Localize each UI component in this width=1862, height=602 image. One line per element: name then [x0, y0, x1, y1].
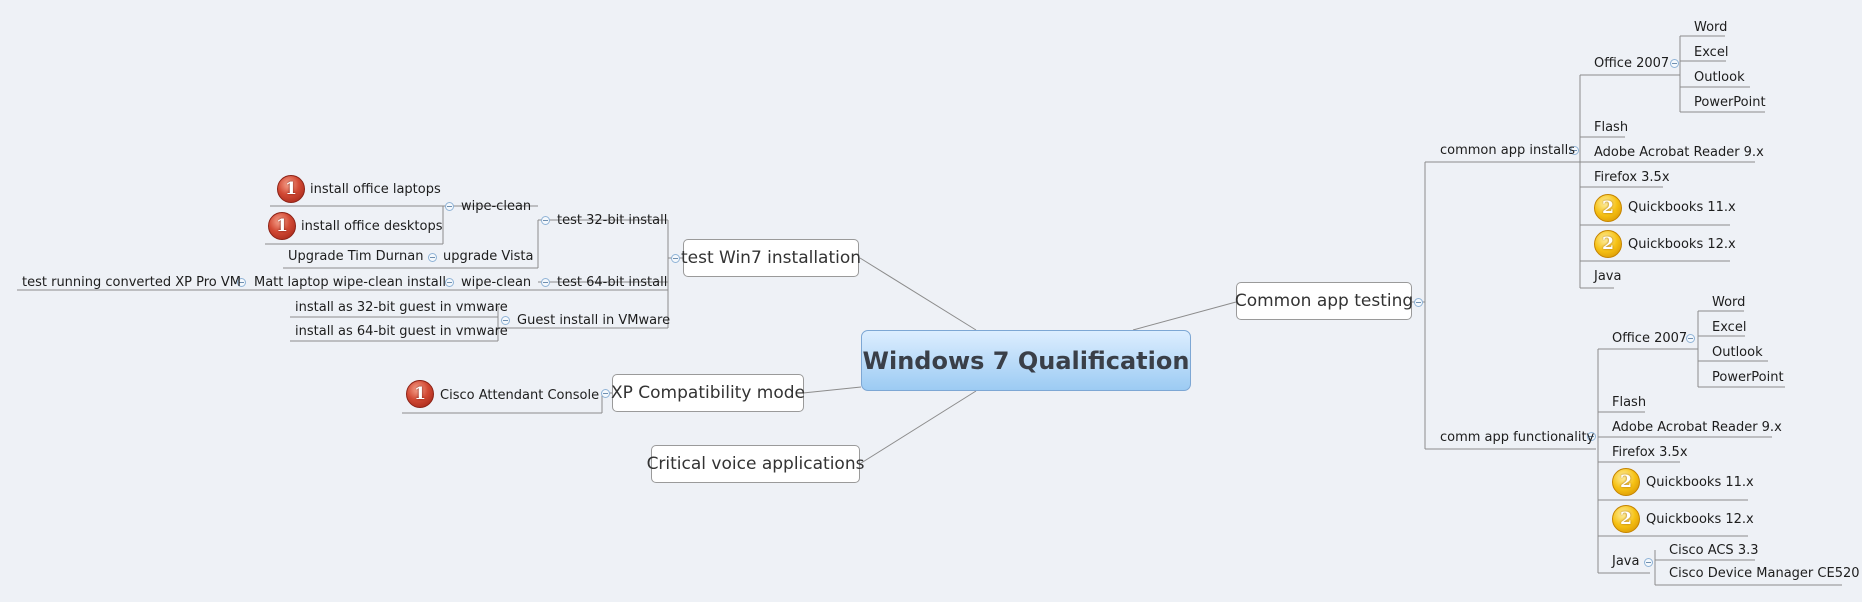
- collapse-toggle-icon[interactable]: [1414, 298, 1423, 307]
- priority-1-icon: 1: [268, 212, 296, 240]
- node-office-2007-func[interactable]: Office 2007: [1612, 331, 1688, 346]
- node-firefox-func[interactable]: Firefox 3.5x: [1612, 445, 1688, 460]
- node-quickbooks-12[interactable]: Quickbooks 12.x: [1628, 237, 1736, 252]
- collapse-toggle-icon[interactable]: [428, 253, 437, 262]
- node-flash[interactable]: Flash: [1594, 120, 1629, 135]
- collapse-toggle-icon[interactable]: [501, 316, 510, 325]
- collapse-toggle-icon[interactable]: [1570, 146, 1579, 155]
- collapse-toggle-icon[interactable]: [1587, 432, 1596, 441]
- node-wipe-clean-64[interactable]: wipe-clean: [461, 275, 532, 290]
- node-adobe-acrobat-reader[interactable]: Adobe Acrobat Reader 9.x: [1594, 145, 1764, 160]
- node-word[interactable]: Word: [1694, 20, 1728, 35]
- node-install-32-bit-guest[interactable]: install as 32-bit guest in vmware: [295, 300, 508, 315]
- node-matt-laptop-wipe-clean-install[interactable]: Matt laptop wipe-clean install: [254, 275, 446, 290]
- node-common-app-installs[interactable]: common app installs: [1440, 143, 1576, 158]
- central-topic[interactable]: Windows 7 Qualification: [861, 330, 1191, 391]
- node-upgrade-vista[interactable]: upgrade Vista: [443, 249, 534, 264]
- node-java[interactable]: Java: [1594, 269, 1622, 284]
- collapse-toggle-icon[interactable]: [541, 278, 550, 287]
- node-test-64-bit-install[interactable]: test 64-bit install: [557, 275, 668, 290]
- collapse-toggle-icon[interactable]: [1644, 558, 1653, 567]
- node-install-64-bit-guest[interactable]: install as 64-bit guest in vmware: [295, 324, 508, 339]
- collapse-toggle-icon[interactable]: [237, 278, 246, 287]
- node-quickbooks-11[interactable]: Quickbooks 11.x: [1628, 200, 1736, 215]
- topic-xp-compatibility-mode[interactable]: XP Compatibility mode: [611, 374, 805, 412]
- node-comm-app-functionality[interactable]: comm app functionality: [1440, 430, 1595, 445]
- priority-2-icon: 2: [1612, 505, 1640, 533]
- node-excel[interactable]: Excel: [1694, 45, 1729, 60]
- node-quickbooks-11-func[interactable]: Quickbooks 11.x: [1646, 475, 1754, 490]
- collapse-toggle-icon[interactable]: [445, 278, 454, 287]
- node-word-func[interactable]: Word: [1712, 295, 1746, 310]
- node-flash-func[interactable]: Flash: [1612, 395, 1647, 410]
- node-install-office-desktops[interactable]: install office desktops: [301, 219, 443, 234]
- collapse-toggle-icon[interactable]: [671, 254, 680, 263]
- node-excel-func[interactable]: Excel: [1712, 320, 1747, 335]
- node-upgrade-tim-durnan[interactable]: Upgrade Tim Durnan: [288, 249, 424, 264]
- priority-1-icon: 1: [406, 380, 434, 408]
- topic-critical-voice-applications[interactable]: Critical voice applications: [647, 445, 864, 483]
- node-outlook[interactable]: Outlook: [1694, 70, 1745, 85]
- node-wipe-clean-32[interactable]: wipe-clean: [461, 199, 532, 214]
- collapse-toggle-icon[interactable]: [1670, 59, 1679, 68]
- node-cisco-attendant-console[interactable]: Cisco Attendant Console: [440, 388, 600, 403]
- node-powerpoint-func[interactable]: PowerPoint: [1712, 370, 1784, 385]
- topic-test-win7-installation[interactable]: test Win7 installation: [681, 239, 861, 277]
- node-outlook-func[interactable]: Outlook: [1712, 345, 1763, 360]
- node-test-running-converted-xp-vm[interactable]: test running converted XP Pro VM: [22, 275, 241, 290]
- collapse-toggle-icon[interactable]: [445, 202, 454, 211]
- node-test-32-bit-install[interactable]: test 32-bit install: [557, 213, 668, 228]
- node-adobe-acrobat-reader-func[interactable]: Adobe Acrobat Reader 9.x: [1612, 420, 1782, 435]
- node-install-office-laptops[interactable]: install office laptops: [310, 182, 441, 197]
- node-firefox[interactable]: Firefox 3.5x: [1594, 170, 1670, 185]
- topic-common-app-testing[interactable]: Common app testing: [1235, 282, 1413, 320]
- priority-2-icon: 2: [1594, 194, 1622, 222]
- node-quickbooks-12-func[interactable]: Quickbooks 12.x: [1646, 512, 1754, 527]
- node-cisco-device-manager[interactable]: Cisco Device Manager CE520: [1669, 566, 1860, 581]
- priority-1-icon: 1: [277, 175, 305, 203]
- priority-2-icon: 2: [1612, 468, 1640, 496]
- collapse-toggle-icon[interactable]: [601, 389, 610, 398]
- node-guest-install-vmware[interactable]: Guest install in VMware: [517, 313, 671, 328]
- node-cisco-acs[interactable]: Cisco ACS 3.3: [1669, 543, 1759, 558]
- node-office-2007[interactable]: Office 2007: [1594, 56, 1670, 71]
- node-powerpoint[interactable]: PowerPoint: [1694, 95, 1766, 110]
- priority-2-icon: 2: [1594, 230, 1622, 258]
- collapse-toggle-icon[interactable]: [541, 216, 550, 225]
- node-java-func[interactable]: Java: [1612, 554, 1640, 569]
- collapse-toggle-icon[interactable]: [1686, 334, 1695, 343]
